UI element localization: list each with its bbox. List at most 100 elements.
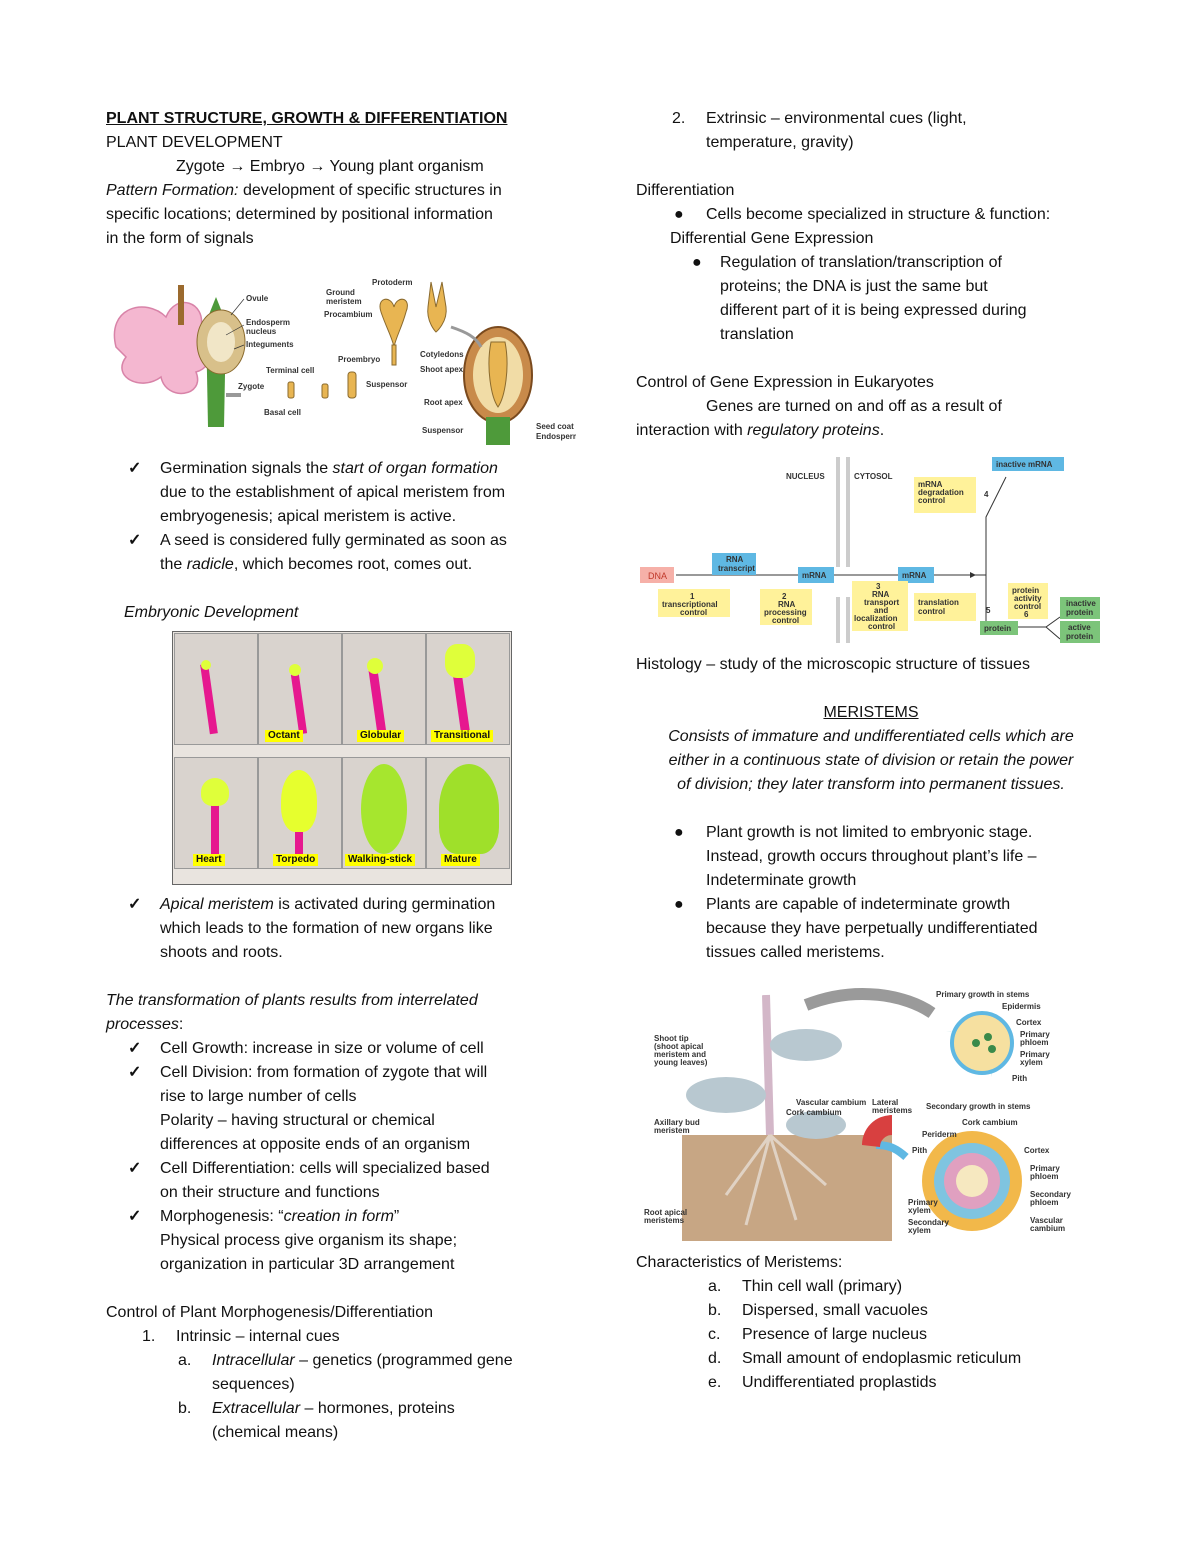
process-text: Cell Growth: increase in size or volume …: [160, 1040, 484, 1057]
characteristic-item: e.Undifferentiated proplastids: [636, 1371, 1106, 1395]
stage-panel: Octant: [258, 633, 342, 745]
control-number: 1: [690, 592, 695, 601]
intrinsic-item: 1. Intrinsic – internal cues: [106, 1325, 576, 1349]
meristems-heading: MERISTEMS: [823, 704, 919, 721]
apical-text: is activated during germination: [273, 896, 496, 913]
intracellular-text: sequences): [212, 1376, 295, 1393]
genes-text: Genes are turned on and off as a result …: [706, 398, 1002, 415]
mrna-label: mRNA: [802, 571, 827, 580]
embryonic-stages-figure: Octant Globular Transitional Heart Torpe…: [172, 631, 512, 887]
intrinsic-text: Intrinsic – internal cues: [176, 1328, 340, 1345]
protein-label: protein: [984, 624, 1011, 633]
root-apex-label: Root apex: [424, 398, 463, 407]
development-sequence: Zygote → Embryo → Young plant organism: [176, 158, 484, 175]
inactive-protein-label: inactive: [1066, 599, 1096, 608]
active-protein-label: protein: [1066, 632, 1093, 641]
germination-term: start of organ formation: [332, 460, 498, 477]
pith-label-2: Pith: [912, 1146, 927, 1155]
apical-meristem-term: Apical meristem: [160, 896, 274, 913]
process-text: Cell Division: from formation of zygote …: [160, 1064, 488, 1081]
protein-activity-label: protein: [1012, 586, 1039, 595]
extracellular-text: (chemical means): [212, 1424, 339, 1441]
process-text: rise to large number of cells: [160, 1088, 357, 1105]
secondary-phloem-label: phloem: [1030, 1198, 1058, 1207]
extracellular-item: b.Extracellular – hormones, proteins: [106, 1397, 576, 1421]
meristems-diagram: Shoot tip (shoot apical meristem and you…: [644, 988, 1071, 1241]
seed-coat-label: Seed coat: [536, 422, 574, 431]
bullet-icon: ●: [674, 824, 684, 841]
check-icon: ✓: [128, 1208, 142, 1225]
process-text: organization in particular 3D arrangemen…: [160, 1256, 455, 1273]
regulation-text: Regulation of translation/transcription …: [720, 254, 1002, 271]
shoot-tip-label: Shoot tip: [654, 1034, 689, 1043]
active-protein-label: active: [1068, 623, 1091, 632]
transformation-text: processes: [106, 1016, 179, 1033]
list-letter: d.: [708, 1350, 722, 1367]
process-text: Morphogenesis: “: [160, 1208, 284, 1225]
cortex-label: Cortex: [1016, 1018, 1042, 1027]
meristems-definition: either in a continuous state of division…: [668, 752, 1074, 769]
shoot-tip-label: (shoot apical: [654, 1042, 703, 1051]
cork-cambium-label: Cork cambium: [786, 1108, 842, 1117]
vascular-cambium-label-2: Vascular: [1030, 1216, 1063, 1225]
process-item: ✓Morphogenesis: “creation in form”: [106, 1205, 576, 1229]
apical-text: shoots and roots.: [160, 944, 283, 961]
shoot-tip-label: meristem and: [654, 1050, 706, 1059]
growth-bullet: ●Plants are capable of indeterminate gro…: [636, 893, 1106, 917]
cotyledons-label: Cotyledons: [420, 350, 464, 359]
translation-control-label: control: [918, 607, 945, 616]
process-text: Cell Differentiation: cells will special…: [160, 1160, 490, 1177]
right-column: 2.Extrinsic – environmental cues (light,…: [636, 107, 1106, 1395]
secondary-xylem-label: xylem: [908, 1226, 931, 1235]
stage-label: Octant: [265, 730, 303, 742]
process-item: ✓Cell Division: from formation of zygote…: [106, 1061, 576, 1085]
list-letter: a.: [708, 1278, 722, 1295]
mrna-label-2: mRNA: [902, 571, 927, 580]
zygote-label: Zygote: [238, 382, 265, 391]
pattern-formation-line: Pattern Formation: development of specif…: [106, 179, 576, 203]
characteristic-item: c.Presence of large nucleus: [636, 1323, 1106, 1347]
epidermis-label: Epidermis: [1002, 1002, 1041, 1011]
polarity-text: Polarity – having structural or chemical: [160, 1112, 435, 1129]
regulatory-proteins-term: regulatory proteins: [747, 422, 880, 439]
genes-text: .: [879, 422, 885, 439]
apical-meristem-item: ✓Apical meristem is activated during ger…: [106, 893, 576, 917]
extrinsic-text: temperature, gravity): [706, 134, 854, 151]
stage-panel: Transitional: [426, 633, 510, 745]
check-icon: ✓: [128, 532, 142, 549]
cork-cambium-label-2: Cork cambium: [962, 1118, 1018, 1127]
regulation-text: proteins; the DNA is just the same but: [720, 278, 988, 295]
embryonic-development-heading: Embryonic Development: [124, 604, 299, 621]
genes-text: interaction with regulatory proteins.: [636, 419, 1106, 443]
list-letter: b.: [178, 1400, 192, 1417]
growth-bullet: ● Plant growth is not limited to embryoni…: [636, 821, 1106, 845]
primary-phloem-label: phloem: [1020, 1038, 1048, 1047]
rna-processing-label: control: [772, 616, 799, 625]
characteristic-text: Small amount of endoplasmic reticulum: [742, 1350, 1022, 1367]
lateral-meristems-label: meristems: [872, 1106, 913, 1115]
transcriptional-control-label: transcriptional: [662, 600, 718, 609]
meristems-definition: of division; they later transform into p…: [677, 776, 1065, 793]
check-icon: ✓: [128, 1160, 142, 1177]
stage-label: Transitional: [431, 730, 494, 742]
primary-xylem-label: Primary: [1020, 1050, 1050, 1059]
terminal-cell-label: Terminal cell: [266, 366, 314, 375]
process-item: ✓ Cell Differentiation: cells will specia…: [106, 1157, 576, 1181]
meristems-definition: Consists of immature and undifferentiate…: [668, 728, 1074, 745]
stage-panel: Walking-stick: [342, 757, 426, 869]
shoot-apex-label: Shoot apex: [420, 365, 464, 374]
ground-meristem-label: meristem: [326, 297, 362, 306]
growth-text: Plant growth is not limited to embryonic…: [706, 824, 1033, 841]
bullet-icon: ●: [674, 896, 684, 913]
seed-text: A seed is considered fully germinated as…: [160, 532, 507, 549]
radicle-term: radicle: [186, 556, 234, 573]
rna-transport-label: control: [868, 622, 895, 631]
control-number: 5: [986, 606, 991, 615]
endosperm-nucleus-label: nucleus: [246, 327, 277, 336]
transcriptional-control-label: control: [680, 608, 707, 617]
meristems-figure: Shoot tip (shoot apical meristem and you…: [636, 985, 1106, 1241]
process-text: Physical process give organism its shape…: [160, 1232, 458, 1249]
list-number: 1.: [142, 1328, 156, 1345]
stage-panel: [174, 633, 258, 745]
nucleus-label: NUCLEUS: [786, 472, 825, 481]
